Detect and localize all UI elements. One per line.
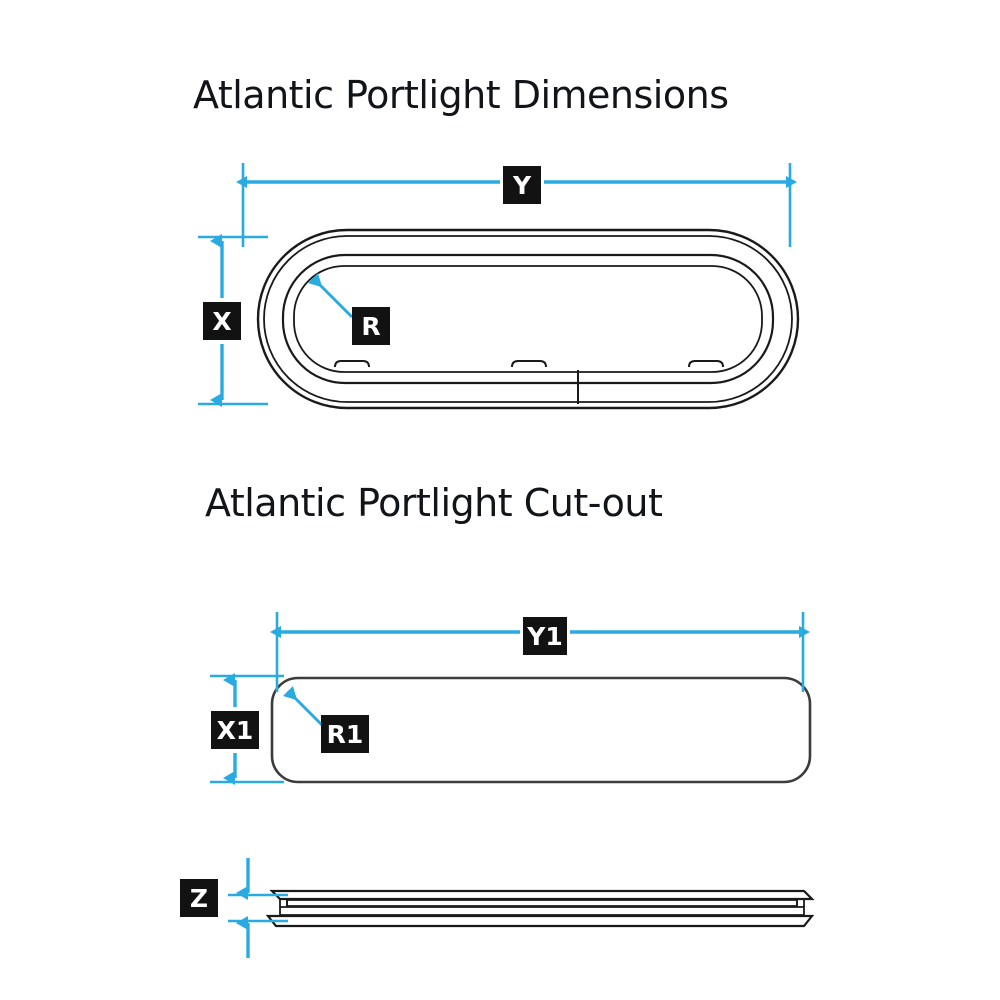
dimension-label-r1: R1 (321, 715, 369, 753)
portlight-side-profile (265, 889, 815, 928)
latch-tab (334, 360, 370, 368)
dimension-label-x: X (203, 302, 241, 340)
dimension-r-leader (308, 273, 354, 319)
portlight-front-view (256, 228, 800, 410)
dimension-label-y: Y (503, 166, 541, 204)
dimension-r1-leader (283, 686, 324, 727)
dimension-label-y1: Y1 (523, 617, 567, 655)
dimension-r1-leader-line (283, 686, 324, 727)
latch-tab (688, 360, 724, 368)
profile-right-step (796, 899, 805, 916)
portlight-outer-frame-inner-line (263, 235, 793, 403)
profile-upper-band (286, 899, 798, 907)
profile-left-step (279, 899, 288, 916)
latch-tab (511, 360, 547, 368)
dimension-label-z: Z (180, 879, 218, 917)
profile-main-band (279, 906, 805, 916)
profile-bottom-flange (265, 914, 815, 928)
profile-top-flange (269, 889, 815, 901)
dimension-label-r: R (352, 307, 390, 345)
dimension-z (228, 858, 288, 958)
portlight-outer-frame (256, 228, 800, 410)
dimension-label-x1: X1 (211, 711, 259, 749)
page-title-dimensions: Atlantic Portlight Dimensions (193, 73, 729, 117)
page-title-cutout: Atlantic Portlight Cut-out (205, 481, 663, 525)
dimension-r-leader-line (308, 273, 354, 319)
